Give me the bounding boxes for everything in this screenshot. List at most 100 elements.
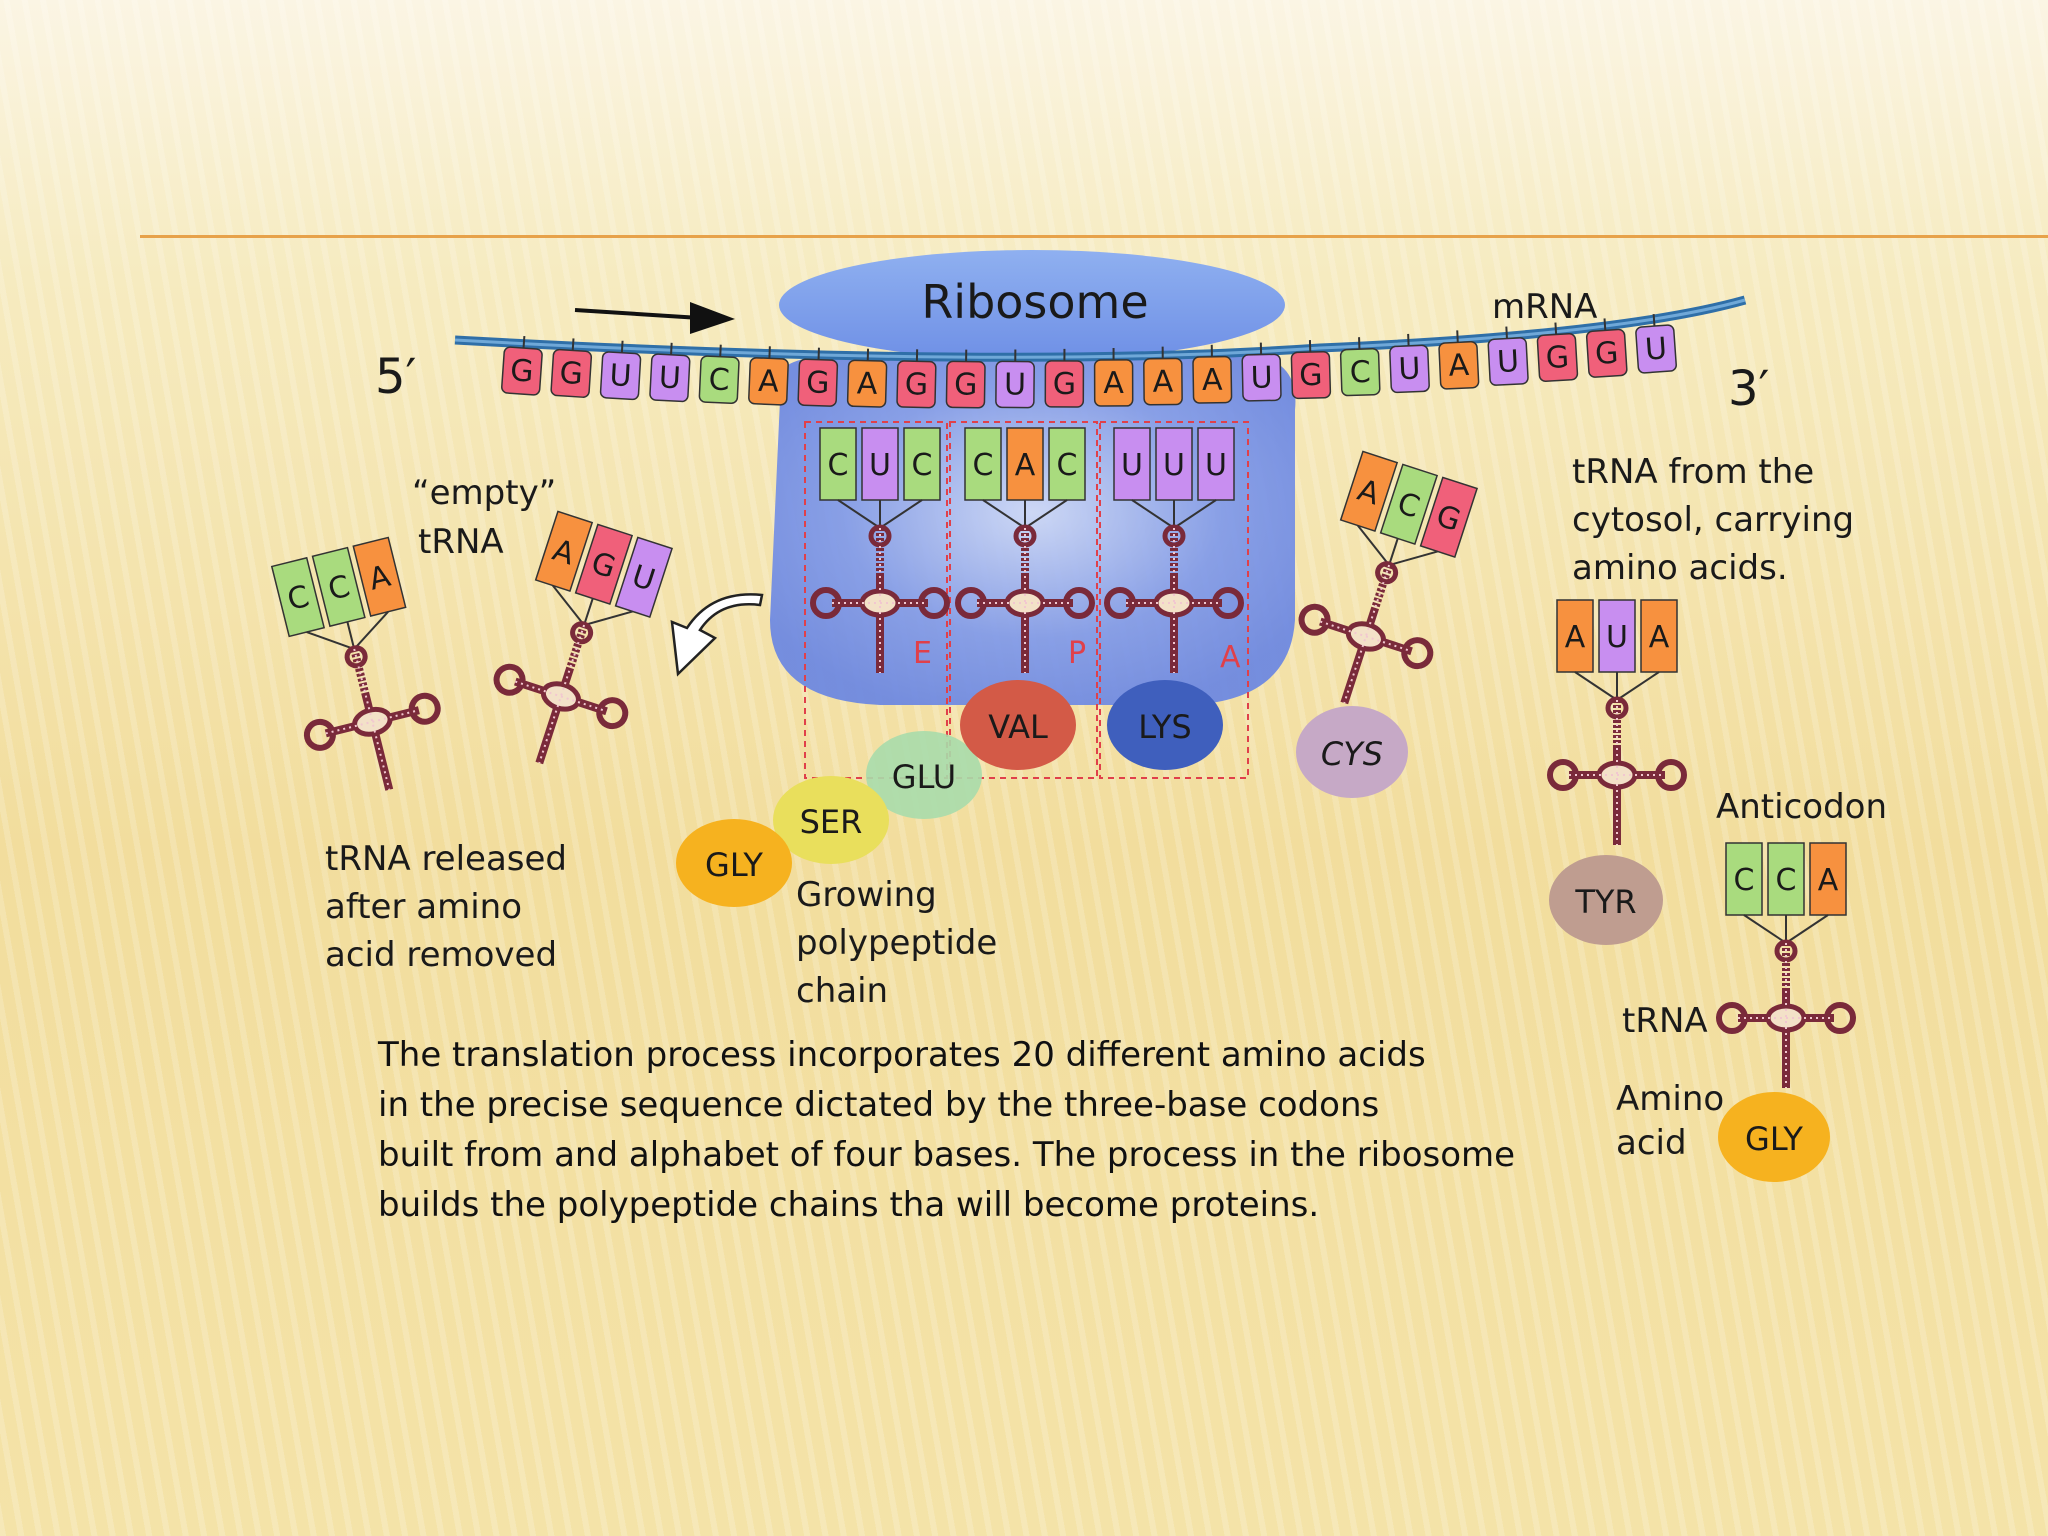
mrna-base-letter: U (1250, 360, 1273, 395)
anticodon-letter: C (912, 448, 933, 483)
anticodon-letter: C (1734, 863, 1755, 898)
mrna-base: G (1536, 322, 1579, 382)
mrna-base-letter: U (658, 360, 682, 396)
anticodon-base (1640, 599, 1678, 673)
growing-label-1: Growing (796, 875, 937, 915)
anticodon-base (352, 536, 407, 617)
mrna-base-letter: A (1153, 364, 1174, 399)
anticodon-letter: U (1163, 448, 1185, 483)
anticodon-base (819, 427, 857, 501)
anticodon-label: Anticodon (1716, 787, 1887, 827)
mrna-base-letter: G (509, 353, 535, 390)
mrna-base-letter: C (708, 362, 731, 398)
mrna-base-letter: G (1545, 340, 1570, 376)
anticodon-base (1113, 427, 1151, 501)
mrna-base: U (995, 349, 1035, 409)
cytosol-label-1: tRNA from the (1572, 452, 1814, 492)
empty-trna-label-1: “empty” (412, 473, 556, 513)
mrna-base: G (797, 347, 839, 407)
released-label-2: after amino (325, 887, 522, 927)
mrna-base: A (1143, 346, 1183, 406)
growing-label-2: polypeptide (796, 923, 997, 963)
caption-line: The translation process incorporates 20 … (378, 1035, 1426, 1075)
caption-line: builds the polypeptide chains tha will b… (378, 1185, 1320, 1225)
mrna-base: G (1044, 348, 1085, 408)
growing-label-3: chain (796, 971, 888, 1011)
amino-acid-label-1: Amino (1616, 1079, 1724, 1119)
anticodon-letter: C (1776, 863, 1797, 898)
mrna-base-letter: G (806, 365, 830, 401)
mrna-base: G (1290, 340, 1332, 400)
mrna-base-letter: G (1594, 336, 1619, 372)
mrna-base-letter: A (1448, 348, 1471, 384)
anticodon-letter: C (828, 448, 849, 483)
amino-gly-free-bubble (1718, 1092, 1830, 1182)
five-prime-label: 5′ (375, 349, 416, 405)
mrna-base: U (1389, 333, 1430, 394)
anticodon-base (1598, 599, 1636, 673)
trna-label: tRNA (1622, 1001, 1708, 1041)
anticodon-letter: U (1606, 620, 1628, 655)
amino-cys: CYS (1321, 735, 1383, 773)
mrna-base-letter: U (1644, 331, 1668, 367)
mrna-base: A (1438, 330, 1480, 390)
amino-val: VAL (988, 708, 1048, 746)
amino-tyr-bubble (1549, 855, 1663, 945)
released-label-1: tRNA released (325, 839, 567, 879)
mrna-base-letter: G (1053, 367, 1076, 402)
title-divider-line (140, 235, 2048, 238)
mrna-base: G (945, 349, 986, 409)
mrna-base-letter: A (758, 364, 780, 400)
anticodon-letter: C (973, 448, 994, 483)
anticodon-base (964, 427, 1002, 501)
mrna-base-letter: A (856, 366, 878, 402)
anticodon-base (311, 546, 366, 628)
mrna-label: mRNA (1492, 287, 1597, 327)
caption-line: in the precise sequence dictated by the … (378, 1085, 1380, 1125)
amino-acid-label-2: acid (1616, 1123, 1687, 1163)
mrna-base-letter: G (904, 367, 928, 402)
mrna-base-letter: U (609, 358, 633, 394)
anticodon-base (1155, 427, 1193, 501)
mrna-base-letter: G (954, 367, 978, 402)
mrna-base: A (1093, 347, 1134, 407)
ribosome-label: Ribosome (921, 275, 1148, 329)
amino-lys: LYS (1138, 708, 1191, 746)
anticodon-letter: U (869, 448, 891, 483)
mrna-base: A (1192, 344, 1233, 404)
mrna-base: U (1487, 326, 1529, 386)
anticodon-letter: A (1015, 448, 1036, 483)
mrna-base: A (846, 348, 888, 408)
mrna-base-letter: A (1103, 366, 1124, 401)
caption: The translation process incorporates 20 … (378, 1030, 1638, 1230)
mrna-base: U (1241, 342, 1282, 402)
anticodon-base (1725, 842, 1763, 916)
empty-trna-label-2: tRNA (418, 522, 504, 562)
mrna-base-letter: G (1299, 358, 1323, 394)
three-prime-label: 3′ (1728, 361, 1769, 417)
anticodon-letter: C (1057, 448, 1078, 483)
amino-gly-chain: GLY (705, 846, 763, 884)
mrna-base: U (649, 342, 691, 403)
anticodon-letter: A (1649, 620, 1670, 655)
exit-arrow-icon (670, 593, 764, 677)
anticodon-base (1556, 599, 1594, 673)
site-e-label: E (913, 636, 932, 671)
mrna-base: G (896, 349, 937, 409)
cytosol-label-3: amino acids. (1572, 548, 1788, 588)
direction-arrow (574, 302, 735, 334)
mrna-base-letter: U (1496, 344, 1520, 380)
anticodon-base (1048, 427, 1086, 501)
anticodon-letter: A (1565, 620, 1586, 655)
amino-cys-bubble (1296, 706, 1408, 798)
